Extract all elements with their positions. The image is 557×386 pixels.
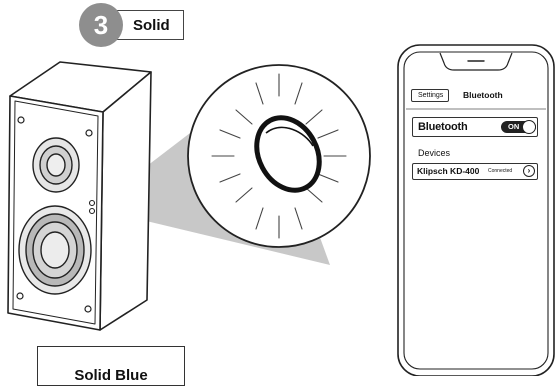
device-status: Connected <box>488 168 513 174</box>
speaker-side-face <box>99 71 152 331</box>
step-number-badge: 3 <box>79 3 123 47</box>
bluetooth-toggle-state: ON <box>508 122 520 131</box>
device-name: Klipsch KD-400 <box>417 166 480 176</box>
chevron-right-icon[interactable]: › <box>523 165 535 177</box>
woofer <box>18 205 92 295</box>
glow-rays <box>211 73 347 239</box>
device-row[interactable] <box>412 163 538 180</box>
step-label-text: Solid <box>133 16 170 34</box>
magnified-view <box>187 64 371 248</box>
bluetooth-led-icon <box>88 199 96 215</box>
speaker-cabinet <box>7 61 152 331</box>
screen-title: Bluetooth <box>463 90 503 100</box>
illustration-canvas <box>7 44 555 376</box>
status-label-box: Solid Blue <box>37 346 185 386</box>
speaker-screws <box>16 116 93 313</box>
bluetooth-row-label: Bluetooth <box>418 121 468 133</box>
toggle-knob <box>522 120 536 134</box>
tweeter <box>32 137 80 193</box>
settings-back-button[interactable]: Settings <box>411 89 449 102</box>
devices-header: Devices <box>418 148 451 158</box>
lit-led-icon <box>254 115 322 193</box>
